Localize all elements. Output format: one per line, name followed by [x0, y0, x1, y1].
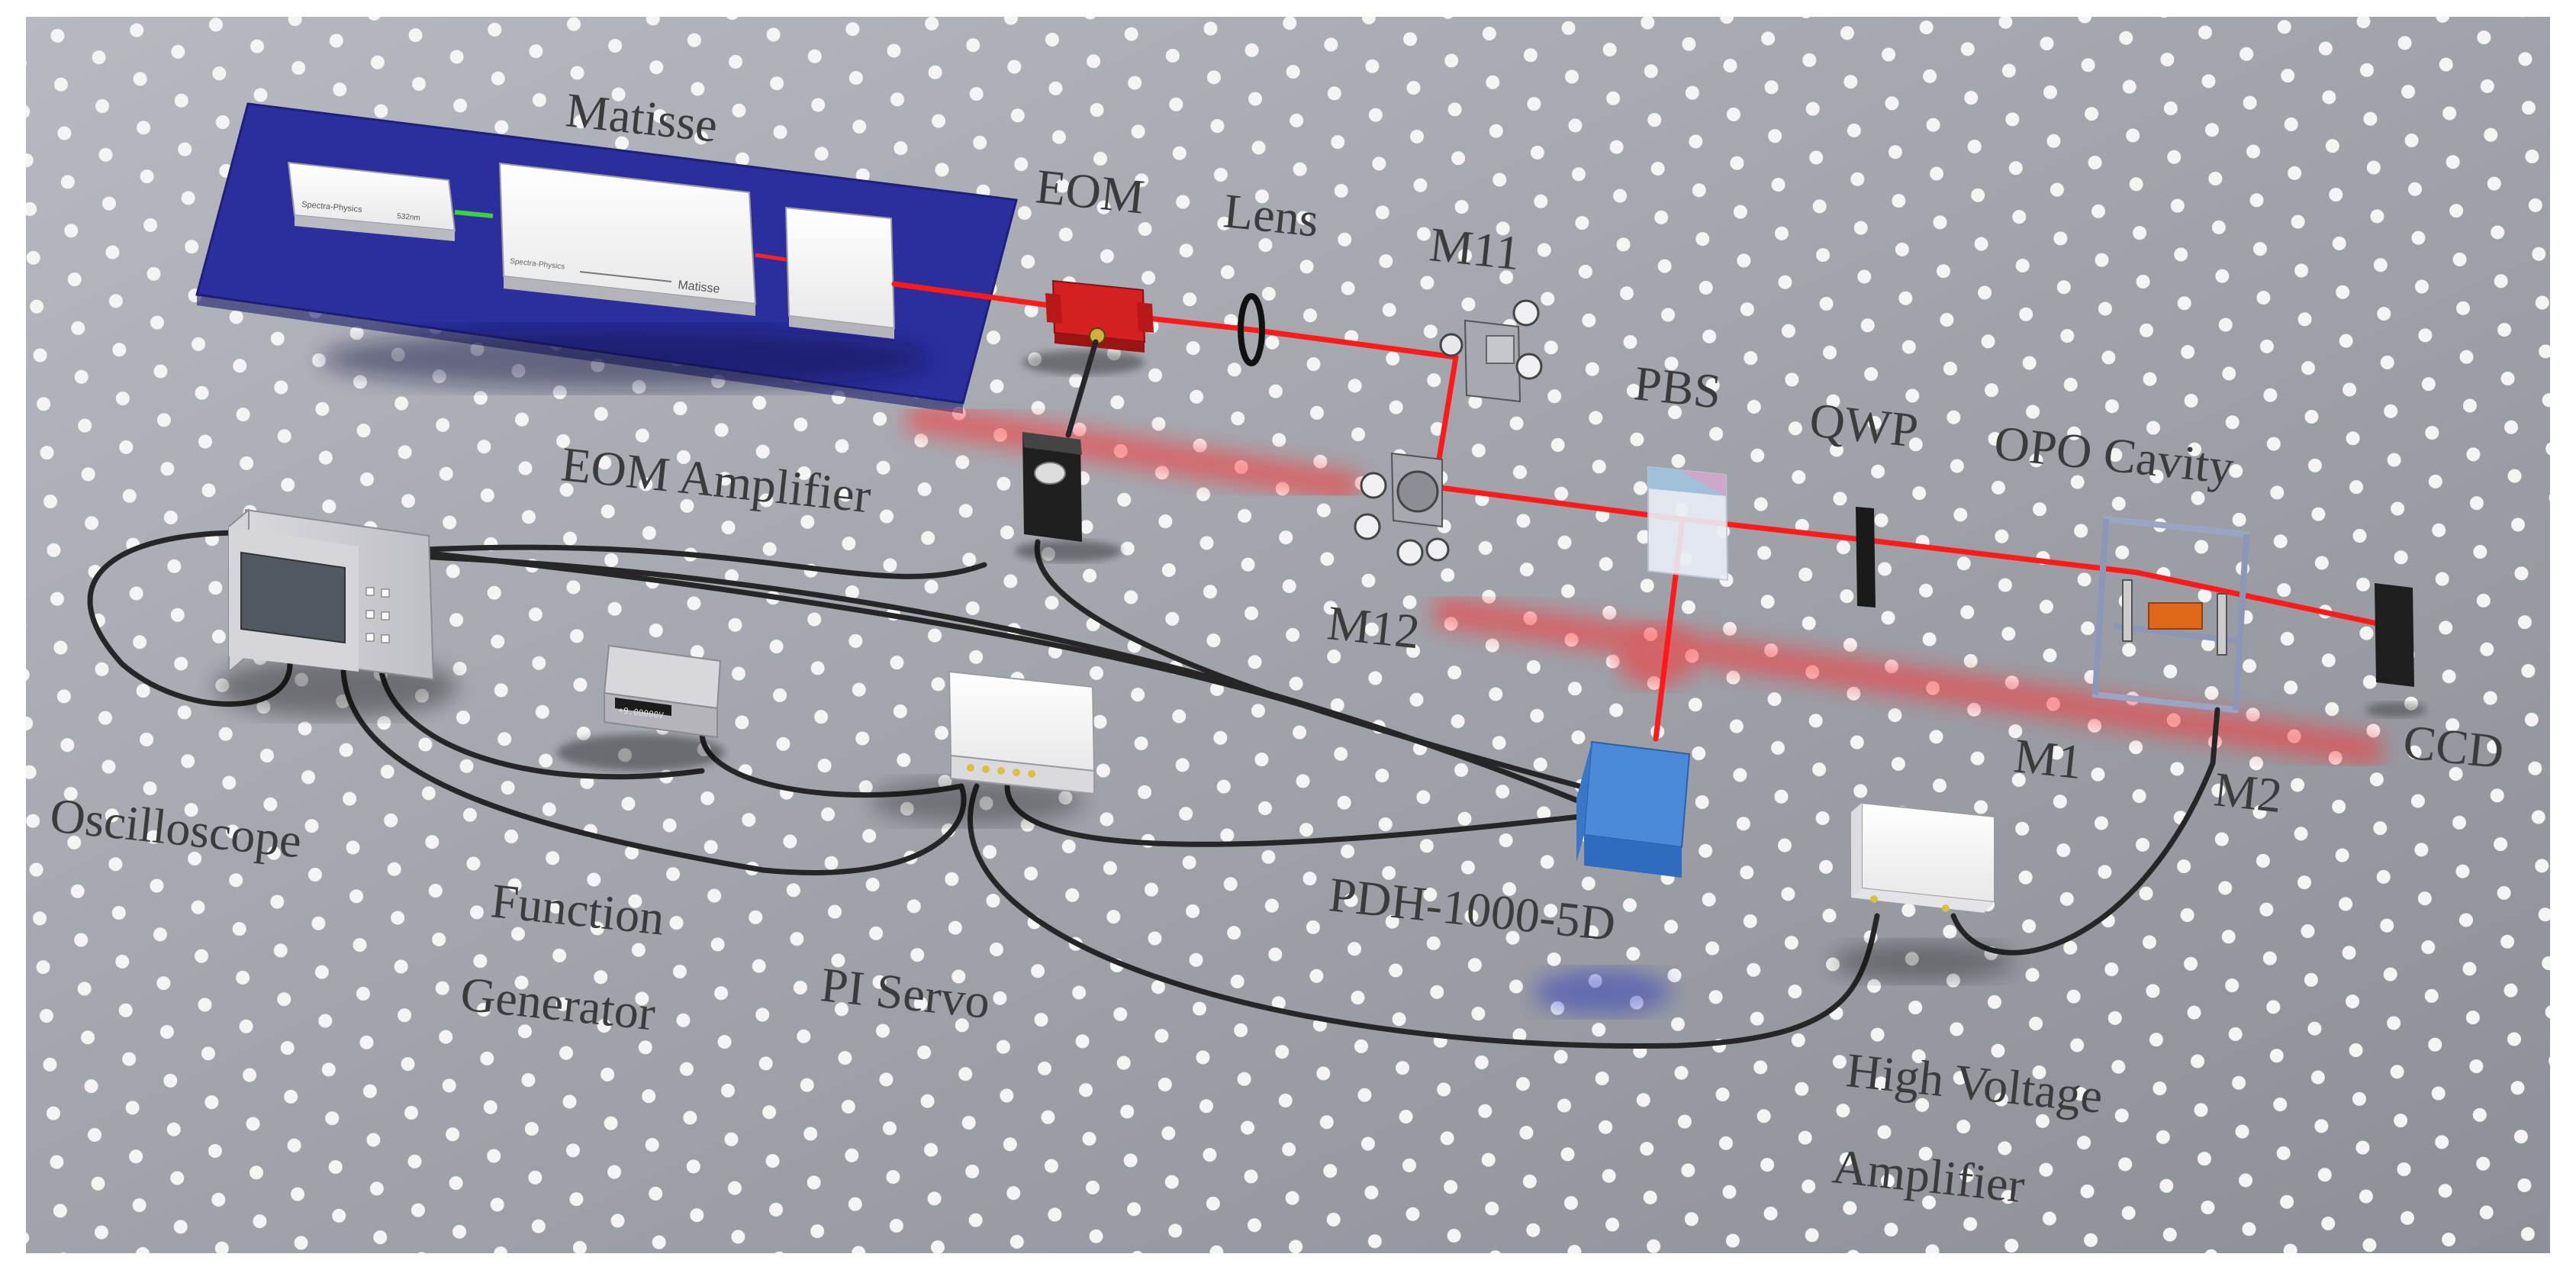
lens: [1238, 293, 1265, 366]
beam-reflections: [905, 401, 2383, 767]
matisse-output-box: [784, 206, 896, 339]
label-lens: Lens: [1221, 183, 1322, 247]
matisse-model-text: Matisse: [678, 279, 721, 296]
pump-beam: [454, 210, 494, 218]
internal-beam: [755, 253, 787, 262]
opo-cavity: [2091, 515, 2250, 714]
pi-servo: [870, 670, 1096, 824]
label-m1: M1: [2011, 728, 2085, 790]
ccd: [2365, 583, 2426, 717]
label-m11: M11: [1427, 217, 1523, 281]
label-pbs: PBS: [1631, 356, 1724, 419]
oscilloscope: [214, 508, 458, 717]
pdh-1000-5d: [1534, 740, 1691, 1015]
pump-laser-box: Spectra-Physics 532nm: [287, 161, 456, 241]
function-generator: +9.00000V: [557, 644, 725, 771]
label-eom: EOM: [1033, 159, 1148, 224]
matisse-main-box: Spectra-Physics Matisse: [498, 162, 757, 316]
qwp: [1856, 507, 1876, 608]
label-ccd: CCD: [2401, 714, 2507, 779]
high-voltage-amplifier: [1831, 801, 2014, 982]
label-qwp: QWP: [1807, 392, 1921, 458]
label-m2: M2: [2211, 762, 2285, 824]
mirror-m11: [1439, 299, 1543, 403]
eom-amplifier: [1015, 432, 1122, 562]
label-m12: M12: [1325, 595, 1423, 659]
matisse-laser: Spectra-Physics 532nm Spectra-Physics Ma…: [195, 102, 1018, 414]
pump-model-text: 532nm: [397, 212, 420, 223]
pbs: [1647, 466, 1729, 582]
mirror-m12: [1354, 452, 1450, 566]
eom: [1022, 279, 1154, 375]
